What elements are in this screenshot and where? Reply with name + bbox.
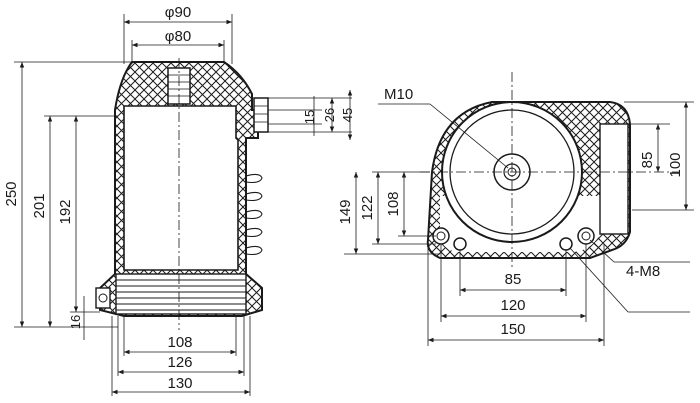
- top-view: M10 4-M8 149 122 108 85 100: [337, 72, 694, 346]
- top-side-block: [599, 123, 629, 235]
- dim-201: 201: [31, 193, 48, 218]
- dim-100: 100: [667, 152, 684, 177]
- dim-108-width: 108: [167, 334, 192, 351]
- dim-phi80: φ80: [165, 28, 191, 45]
- dim-15: 15: [302, 110, 317, 124]
- label-4-m8: 4-M8: [626, 263, 660, 280]
- label-m10: M10: [384, 86, 413, 103]
- side-boss: [253, 97, 269, 133]
- base-bolt: [95, 287, 111, 309]
- dim-126: 126: [167, 354, 192, 371]
- side-view: φ90 φ80 250 201 192 16 15 26 45: [3, 4, 355, 396]
- dim-120: 120: [500, 297, 525, 314]
- side-inner-cavity: [123, 105, 239, 271]
- dim-phi90: φ90: [165, 4, 191, 21]
- side-sheds: [245, 173, 263, 256]
- top-bolt-holes: [432, 227, 595, 251]
- dim-108-height: 108: [385, 191, 402, 216]
- dim-45: 45: [340, 108, 355, 122]
- dim-192: 192: [57, 199, 74, 224]
- dim-250: 250: [3, 181, 20, 206]
- dim-150: 150: [500, 321, 525, 338]
- dim-16: 16: [68, 315, 83, 329]
- dim-85-horizontal: 85: [505, 271, 522, 288]
- base-ribs: [115, 273, 247, 315]
- dim-122: 122: [359, 195, 376, 220]
- dim-26: 26: [322, 108, 337, 122]
- dim-130: 130: [167, 375, 192, 392]
- dim-149: 149: [337, 199, 354, 224]
- dim-85-vertical: 85: [639, 152, 656, 169]
